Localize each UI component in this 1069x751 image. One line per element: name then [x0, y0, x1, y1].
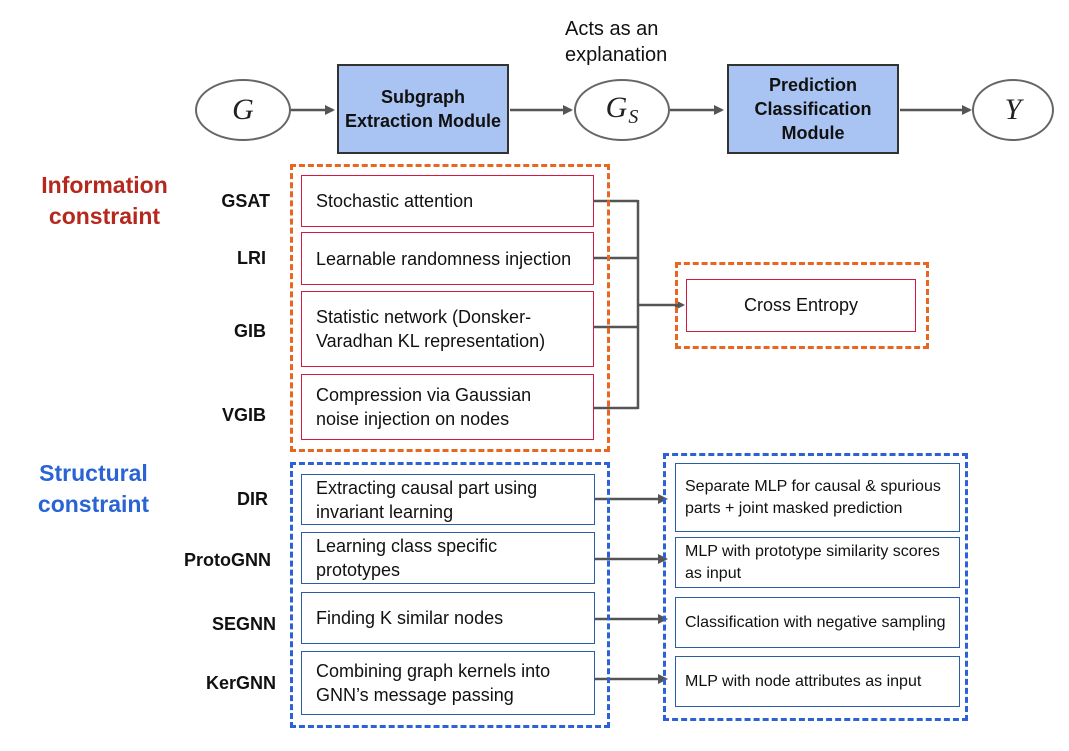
- method-gsat: GSAT: [221, 191, 270, 211]
- method-lri: LRI: [237, 248, 266, 268]
- subgraph-extraction-label: Subgraph Extraction Module: [344, 87, 501, 131]
- segnn-description-box: Finding K similar nodes: [301, 592, 595, 644]
- structural-output-group: [663, 453, 968, 721]
- vgib-description: Compression via Gaussian noise injection…: [316, 385, 532, 429]
- subgraph-label-subscript: S: [628, 106, 639, 128]
- information-constraint-title: Information constraint: [41, 172, 168, 229]
- explanation-note: Acts as an explanation: [565, 16, 705, 68]
- dir-description-box: Extracting causal part using invariant l…: [301, 474, 595, 525]
- method-segnn: SEGNN: [211, 614, 276, 634]
- explanation-note-text: Acts as an explanation: [565, 18, 668, 66]
- method-dir: DIR: [237, 489, 268, 509]
- prediction-classification-module: Prediction Classification Module: [727, 64, 899, 154]
- lri-description-box: Learnable randomness injection: [301, 232, 594, 285]
- loss-group: [675, 262, 929, 349]
- cross-entropy-box: Cross Entropy: [686, 279, 916, 332]
- method-gib: GIB: [233, 321, 266, 341]
- kergnn-output: MLP with node attributes as input: [685, 672, 922, 690]
- gib-description: Statistic network (Donsker-Varadhan KL r…: [316, 307, 546, 351]
- dir-output: Separate MLP for causal & spurious parts…: [685, 477, 941, 517]
- gsat-description-box: Stochastic attention: [301, 175, 594, 227]
- gib-description-box: Statistic network (Donsker-Varadhan KL r…: [301, 291, 594, 367]
- vgib-description-box: Compression via Gaussian noise injection…: [301, 374, 594, 440]
- segnn-output-box: Classification with negative sampling: [675, 597, 960, 648]
- segnn-output: Classification with negative sampling: [685, 613, 946, 631]
- subgraph-node: GS: [574, 79, 670, 141]
- subgraph-extraction-module: Subgraph Extraction Module: [337, 64, 509, 154]
- method-kergnn: KerGNN: [205, 673, 276, 693]
- input-graph-label: G: [232, 93, 254, 126]
- gsat-description: Stochastic attention: [316, 191, 474, 211]
- lri-description: Learnable randomness injection: [316, 248, 572, 269]
- method-protognn: ProtoGNN: [184, 550, 271, 570]
- structural-constraint-title: Structural constraint: [37, 460, 150, 517]
- protognn-description: Learning class specific prototypes: [316, 536, 498, 580]
- output-label: Y: [1004, 93, 1022, 126]
- protognn-output: MLP with prototype similarity scores as …: [685, 542, 940, 582]
- kergnn-output-box: MLP with node attributes as input: [675, 656, 960, 707]
- output-node: Y: [972, 79, 1054, 141]
- prediction-classification-label: Prediction Classification Module: [754, 75, 872, 143]
- protognn-description-box: Learning class specific prototypes: [301, 532, 595, 584]
- dir-description: Extracting causal part using invariant l…: [316, 477, 538, 522]
- method-vgib: VGIB: [221, 405, 266, 425]
- dir-output-box: Separate MLP for causal & spurious parts…: [675, 463, 960, 532]
- subgraph-label-main: G: [605, 91, 628, 124]
- kergnn-description: Combining graph kernels into GNN’s messa…: [316, 661, 551, 705]
- subgraph-label: GS: [606, 91, 639, 129]
- information-constraint-group: [290, 164, 610, 452]
- cross-entropy-label: Cross Entropy: [743, 295, 859, 315]
- kergnn-description-box: Combining graph kernels into GNN’s messa…: [301, 651, 595, 715]
- structural-constraint-group: [290, 462, 610, 728]
- protognn-output-box: MLP with prototype similarity scores as …: [675, 537, 960, 588]
- segnn-description: Finding K similar nodes: [316, 608, 504, 628]
- input-graph-node: G: [195, 79, 291, 141]
